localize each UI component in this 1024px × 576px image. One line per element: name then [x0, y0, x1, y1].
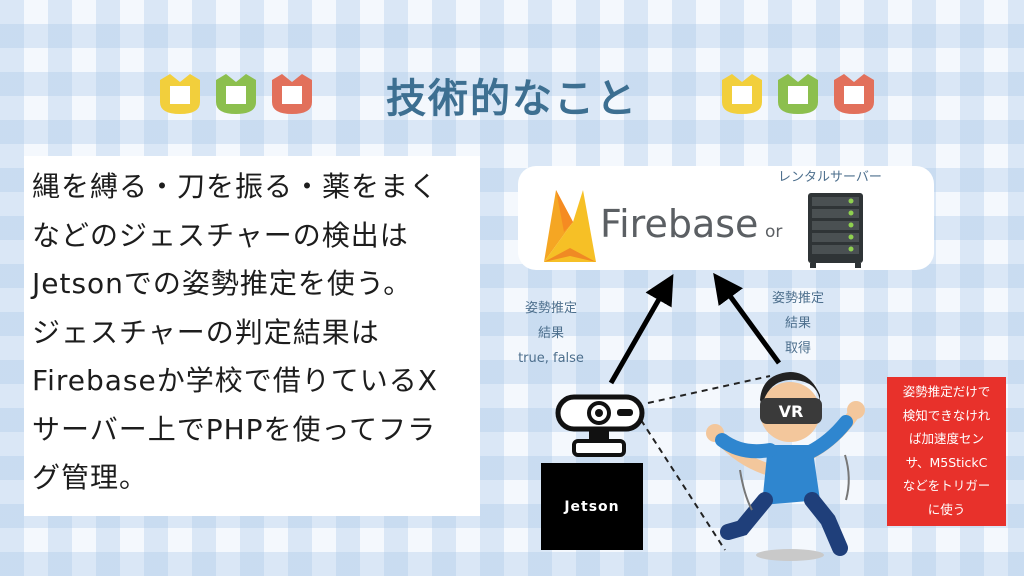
or-label: or: [765, 222, 783, 242]
arrow-icon: [608, 273, 674, 385]
label-line: 結果: [784, 316, 811, 331]
tulip-icon: [272, 74, 312, 114]
firebase-label: Firebase: [600, 202, 759, 246]
body-line: 縄を縛る・刀を振る・薬をまく: [32, 170, 439, 203]
label-line: 結果: [537, 326, 564, 341]
tulip-icon: [722, 74, 762, 114]
note-line: サ、M5StickC: [905, 454, 988, 470]
note-line: 検知できなけれ: [902, 407, 991, 423]
label-line: 取得: [784, 341, 811, 356]
note-line: 姿勢推定だけで: [902, 384, 991, 399]
label-line: true, false: [518, 351, 584, 366]
title-decoration-right: [718, 72, 878, 116]
body-line: サーバー上でPHPを使ってフラ: [32, 412, 437, 446]
tulip-icon: [834, 74, 874, 114]
jetson-box: Jetson: [541, 463, 643, 550]
server-rack-icon: [808, 193, 863, 268]
rental-server-label: レンタルサーバー: [778, 170, 882, 185]
note-line: に使う: [927, 501, 966, 517]
body-line: Firebaseか学校で借りているX: [32, 364, 438, 397]
tulip-icon: [778, 74, 818, 114]
vr-person-illustration: VR: [706, 372, 865, 561]
body-line: ジェスチャーの判定結果は: [32, 315, 380, 349]
note-line: ば加速度セン: [908, 431, 984, 446]
vr-headset-label: VR: [779, 402, 804, 421]
label-line: 姿勢推定: [771, 291, 824, 306]
page-title: 技術的なこと: [386, 76, 638, 122]
title-decoration-left: [156, 72, 316, 116]
accelerometer-note: 姿勢推定だけで 検知できなけれ ば加速度セン サ、M5StickC などをトリガ…: [887, 377, 1006, 526]
send-label: 姿勢推定 結果 true, false: [508, 296, 594, 371]
tulip-icon: [160, 74, 200, 114]
body-text: 縄を縛る・刀を振る・薬をまく などのジェスチャーの検出は Jetsonでの姿勢推…: [32, 163, 462, 503]
body-line: グ管理。: [32, 461, 149, 494]
firebase-flame-icon: [544, 190, 596, 262]
text-panel: [24, 156, 480, 516]
fetch-label: 姿勢推定 結果 取得: [760, 286, 836, 361]
body-line: Jetsonでの姿勢推定を使う。: [32, 267, 413, 300]
body-line: などのジェスチャーの検出は: [32, 218, 409, 252]
arrow-icon: [713, 272, 782, 365]
tulip-icon: [216, 74, 256, 114]
label-line: 姿勢推定: [524, 301, 577, 316]
webcam-icon: [555, 394, 645, 457]
note-line: などをトリガー: [902, 478, 991, 493]
